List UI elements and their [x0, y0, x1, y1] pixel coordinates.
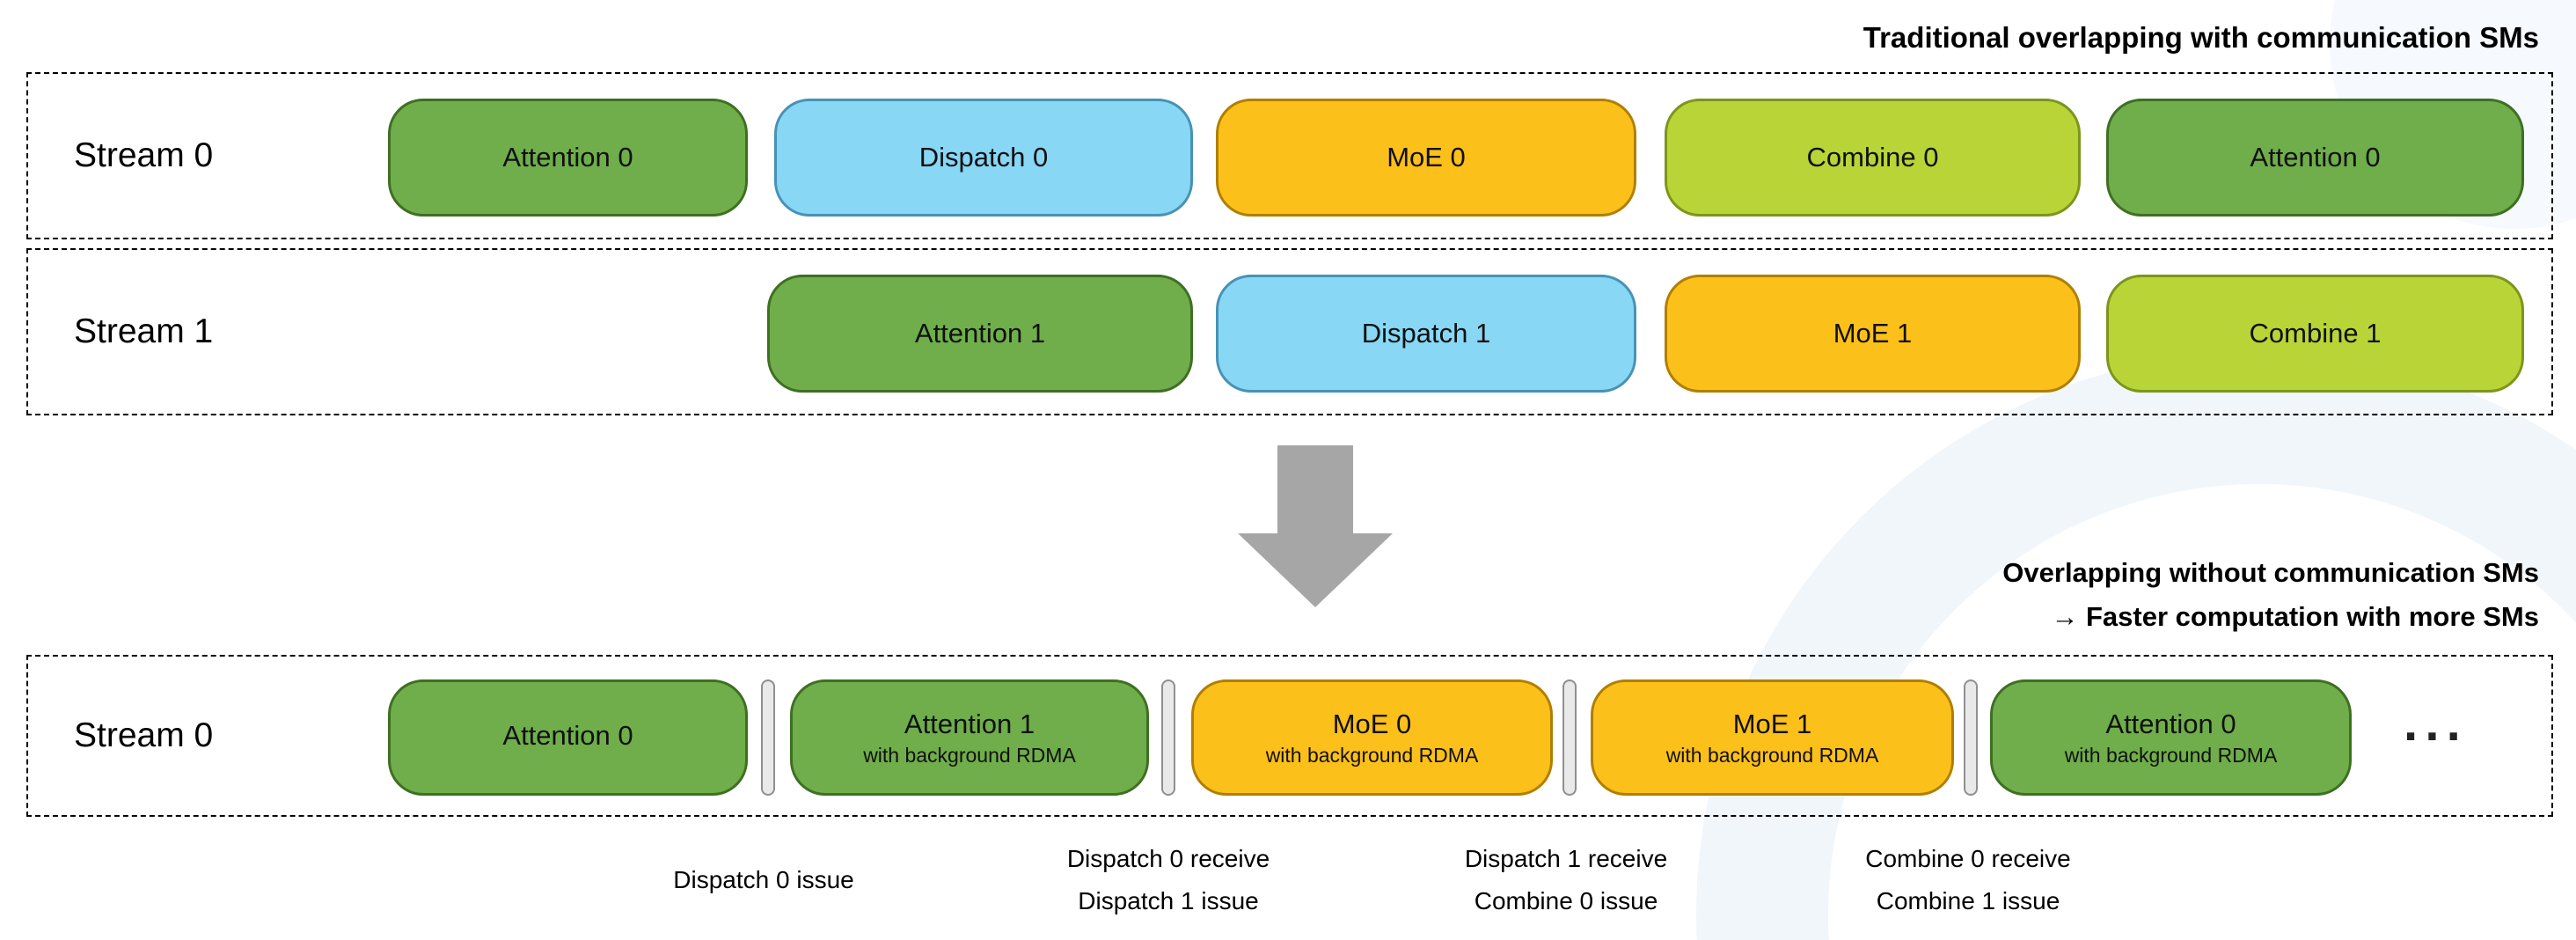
block-label: Dispatch 0: [918, 142, 1049, 173]
block-label: Combine 1: [2249, 318, 2382, 349]
ellipsis-more-blocks: ···: [2404, 707, 2468, 765]
block-moe-0-rdma: MoE 0 with background RDMA: [1191, 679, 1553, 796]
traditional-overlap-title: Traditional overlapping with communicati…: [1862, 21, 2539, 54]
block-attention-0-next: Attention 0: [2106, 99, 2524, 217]
overlap-without-comm-caption: Overlapping without communication SMs → …: [2002, 551, 2539, 639]
block-sublabel: with background RDMA: [1265, 743, 1479, 767]
annotation-line: Dispatch 1 receive: [1464, 845, 1668, 872]
block-dispatch-0: Dispatch 0: [774, 99, 1193, 217]
separator-bar: [1161, 679, 1175, 796]
separator-bar: [1562, 679, 1577, 796]
separator-bar: [761, 679, 775, 796]
annotation-combine-0-receive: Combine 0 receive Combine 1 issue: [1739, 838, 2197, 922]
stream-0-label: Stream 0: [74, 716, 214, 754]
annotation-line: Combine 1 issue: [1876, 887, 2060, 914]
block-combine-0: Combine 0: [1665, 99, 2081, 217]
annotation-dispatch-0-issue: Dispatch 0 issue: [535, 859, 992, 901]
block-label: Dispatch 1: [1361, 318, 1491, 349]
block-moe-1: MoE 1: [1665, 275, 2081, 393]
block-label: MoE 1: [1833, 318, 1913, 349]
block-attention-1: Attention 1: [767, 275, 1193, 393]
down-arrow-head: [1238, 533, 1393, 607]
block-attention-1-rdma: Attention 1 with background RDMA: [790, 679, 1149, 796]
annotation-line: Combine 0 issue: [1474, 887, 1658, 914]
traditional-stream-1-lane: Stream 1 Attention 1 Dispatch 1 MoE 1 Co…: [26, 248, 2553, 415]
block-sublabel: with background RDMA: [2064, 743, 2278, 767]
block-dispatch-1: Dispatch 1: [1216, 275, 1636, 393]
annotation-line: Dispatch 0 receive: [1066, 845, 1270, 872]
block-label: Attention 0: [502, 720, 633, 751]
annotation-dispatch-1-receive: Dispatch 1 receive Combine 0 issue: [1337, 838, 1795, 922]
stream-1-label: Stream 1: [74, 312, 214, 350]
block-attention-0: Attention 0: [388, 99, 748, 217]
block-label: MoE 0: [1332, 708, 1412, 739]
block-label: Combine 0: [1806, 142, 1939, 173]
block-label: Attention 1: [904, 708, 1036, 739]
block-label: MoE 1: [1732, 708, 1812, 739]
annotation-line: Dispatch 1 issue: [1078, 887, 1259, 914]
fused-stream-0-lane: Stream 0 Attention 0 Attention 1 with ba…: [26, 655, 2553, 817]
annotation-line: Combine 0 receive: [1865, 845, 2071, 872]
caption-line-2: → Faster computation with more SMs: [2051, 601, 2539, 632]
block-attention-0-rdma: Attention 0 with background RDMA: [1990, 679, 2352, 796]
block-label: Attention 0: [2250, 142, 2381, 173]
annotation-line: Dispatch 0 issue: [673, 866, 854, 893]
block-moe-0: MoE 0: [1216, 99, 1636, 217]
stream-0-label: Stream 0: [74, 136, 214, 174]
separator-bar: [1964, 679, 1978, 796]
caption-line-1: Overlapping without communication SMs: [2002, 557, 2539, 588]
block-sublabel: with background RDMA: [1665, 743, 1879, 767]
block-label: MoE 0: [1387, 142, 1466, 173]
block-attention-0: Attention 0: [388, 679, 748, 796]
block-sublabel: with background RDMA: [863, 743, 1076, 767]
block-combine-1: Combine 1: [2106, 275, 2524, 393]
down-arrow-shaft: [1277, 445, 1353, 535]
block-label: Attention 0: [2105, 708, 2236, 739]
traditional-stream-0-lane: Stream 0 Attention 0 Dispatch 0 MoE 0 Co…: [26, 72, 2553, 239]
annotation-dispatch-0-receive: Dispatch 0 receive Dispatch 1 issue: [940, 838, 1397, 922]
block-label: Attention 1: [914, 318, 1046, 349]
block-label: Attention 0: [502, 142, 633, 173]
block-moe-1-rdma: MoE 1 with background RDMA: [1591, 679, 1954, 796]
